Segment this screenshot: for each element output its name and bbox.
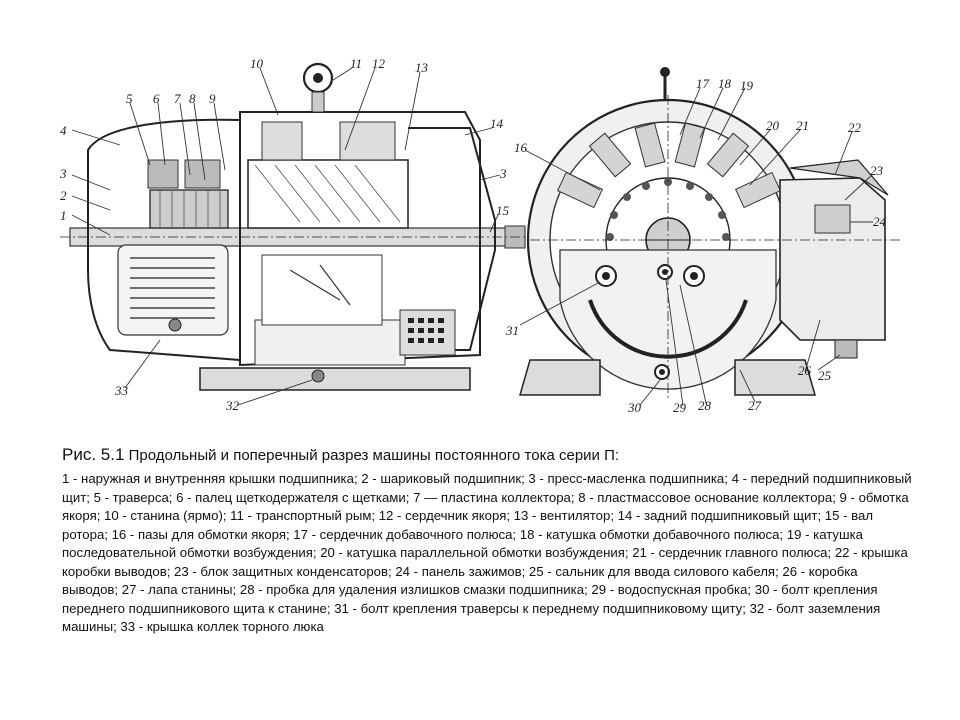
callout-9: 9 — [209, 91, 216, 106]
right-foot-right — [734, 359, 816, 396]
callout-6: 6 — [153, 91, 160, 106]
commutator-hatch-louvres — [130, 257, 215, 319]
right-foot-left — [519, 359, 601, 396]
callout-10: 10 — [250, 56, 264, 71]
callout-8: 8 — [189, 91, 196, 106]
callout-20: 20 — [766, 118, 780, 133]
armature-core — [247, 159, 409, 229]
callout-29: 29 — [673, 400, 687, 415]
cross-section — [519, 67, 900, 400]
callout-27: 27 — [748, 398, 762, 413]
caption-title-text: Продольный и поперечный разрез машины по… — [124, 447, 620, 464]
callout-7: 7 — [174, 91, 181, 106]
leader-lines — [71, 67, 873, 407]
rear-bearing-shield — [408, 127, 496, 351]
callout-5: 5 — [126, 91, 133, 106]
callout-14: 14 — [490, 116, 504, 131]
callout-4: 4 — [60, 123, 67, 138]
callout-1: 1 — [60, 208, 67, 223]
callout-18: 18 — [718, 76, 732, 91]
callout-15: 15 — [496, 203, 510, 218]
callout-3-front: 3 — [59, 166, 67, 181]
cable-gland — [834, 339, 858, 359]
callout-11: 11 — [350, 56, 362, 71]
callout-22: 22 — [848, 120, 862, 135]
callout-12: 12 — [372, 56, 386, 71]
callout-31: 31 — [505, 323, 519, 338]
pole-cores — [556, 122, 782, 209]
caption-legend: 1 - наружная и внутренняя крышки подшипн… — [62, 471, 912, 634]
callout-25: 25 — [818, 368, 832, 383]
callout-23: 23 — [870, 163, 884, 178]
caption-figure-number: Рис. 5.1 — [62, 445, 125, 464]
callout-numbers: 1 2 3 4 5 6 7 8 9 10 11 12 13 14 3 15 16… — [59, 56, 887, 415]
callout-30: 30 — [627, 400, 642, 415]
caption-title: Рис. 5.1 Продольный и поперечный разрез … — [62, 445, 912, 466]
callout-2: 2 — [60, 188, 67, 203]
callout-3-rear: 3 — [499, 166, 507, 181]
dc-machine-section-drawing: 1 2 3 4 5 6 7 8 9 10 11 12 13 14 3 15 16… — [59, 56, 900, 415]
grounding-bolt — [311, 369, 325, 383]
callout-26: 26 — [798, 363, 812, 378]
callout-21: 21 — [796, 118, 809, 133]
callout-13: 13 — [415, 60, 429, 75]
callout-16: 16 — [514, 140, 528, 155]
callout-32: 32 — [225, 398, 240, 413]
frame-yoke — [239, 111, 481, 367]
callout-19: 19 — [740, 78, 754, 93]
armature-slots — [606, 178, 730, 241]
terminal-box-cover — [789, 159, 889, 196]
left-foot — [199, 367, 471, 391]
callout-17: 17 — [696, 76, 710, 91]
callout-24: 24 — [873, 214, 887, 229]
longitudinal-section — [60, 62, 530, 391]
callout-28: 28 — [698, 398, 712, 413]
capacitor-block — [814, 204, 851, 234]
callout-33: 33 — [114, 383, 129, 398]
commutator — [149, 189, 229, 229]
terminal-box — [779, 177, 886, 341]
figure-caption: Рис. 5.1 Продольный и поперечный разрез … — [62, 445, 912, 637]
